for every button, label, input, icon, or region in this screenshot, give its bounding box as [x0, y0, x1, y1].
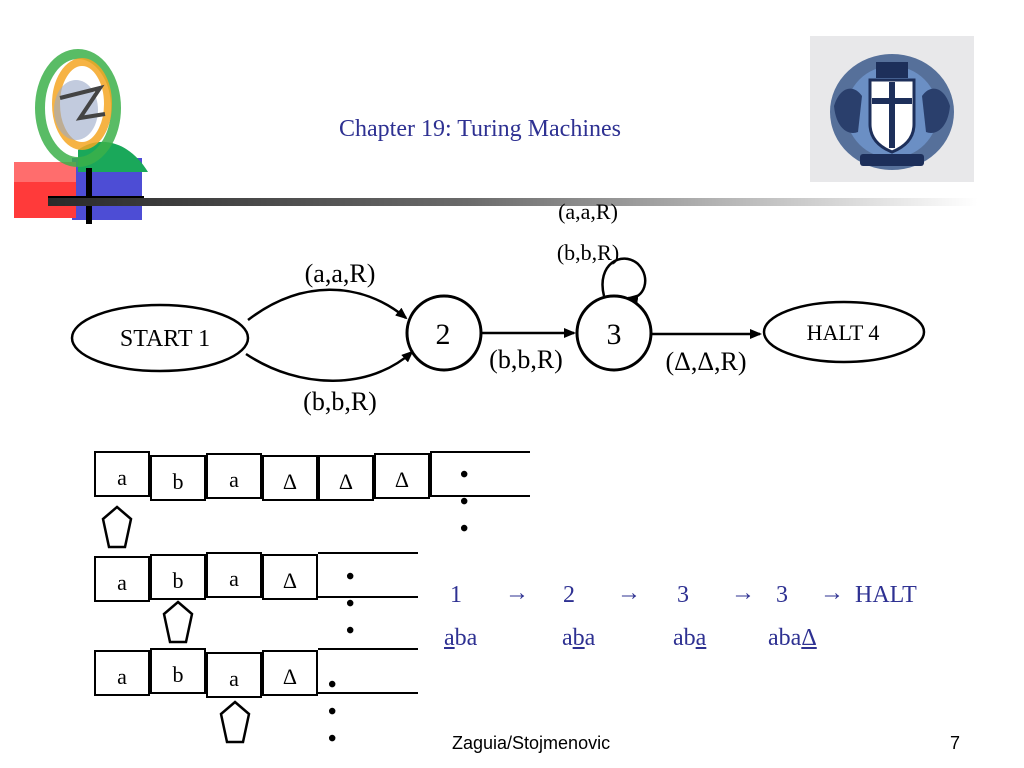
- tape-1-cell: b: [150, 455, 206, 501]
- tape-2-cell: a: [206, 552, 262, 598]
- header-rule: [48, 198, 978, 206]
- state-halt-4-label: HALT 4: [807, 320, 880, 345]
- state-start-1: START 1: [70, 303, 250, 373]
- tape-3-cell: a: [94, 650, 150, 696]
- state-halt-4: HALT 4: [762, 300, 926, 364]
- trace-arrow-icon: →: [505, 580, 529, 606]
- tape-2-cell: b: [150, 554, 206, 600]
- trace-tape-2: aba: [562, 625, 596, 651]
- tape-1-cell: Δ: [262, 455, 318, 501]
- trace-state-4: 3: [776, 582, 788, 608]
- edge-3-4-label: (Δ,Δ,R): [665, 347, 746, 376]
- tape-2-ellipsis: • • •: [346, 564, 359, 644]
- edge-1-2-top: [247, 288, 408, 321]
- edge-1-2-top-label: (a,a,R): [305, 259, 376, 288]
- state-2-label: 2: [436, 318, 451, 351]
- tape-1-cell: Δ: [318, 455, 374, 501]
- tape-1-divider: [430, 451, 432, 497]
- slide-title: Chapter 19: Turing Machines: [339, 116, 621, 142]
- tape-3-tail: [318, 648, 418, 694]
- footer-author: Zaguia/Stojmenovic: [452, 733, 611, 753]
- tape-1-cell: a: [94, 451, 150, 497]
- edge-2-3-label: (b,b,R): [489, 345, 563, 374]
- edge-3-loop: [601, 257, 647, 305]
- state-start-1-label: START 1: [120, 326, 210, 352]
- trace-arrow-icon: →: [820, 580, 844, 606]
- tape-1-cell: a: [206, 453, 262, 499]
- tape-3-head-icon: [219, 700, 251, 744]
- tape-3-cell: Δ: [262, 650, 318, 696]
- trace-tape-3: aba: [673, 625, 707, 651]
- trace-tape-4: abaΔ: [768, 625, 817, 651]
- tape-1-ellipsis: • • •: [460, 462, 473, 542]
- edge-3-loop-label-2: (b,b,R): [557, 240, 619, 265]
- tape-2-cell: a: [94, 556, 150, 602]
- edge-1-2-bottom: [245, 350, 414, 382]
- tape-1-head-icon: [101, 505, 133, 549]
- page-number: 7: [950, 733, 961, 753]
- state-3-label: 3: [607, 318, 622, 351]
- edge-3-loop-label-1: (a,a,R): [558, 199, 618, 224]
- university-crest-logo: [810, 36, 974, 187]
- tape-1-tail: [432, 451, 530, 497]
- tape-2-tail: [318, 552, 418, 598]
- state-3: 3: [575, 294, 653, 372]
- trace-state-1: 1: [450, 582, 462, 608]
- trace-state-2: 2: [563, 582, 575, 608]
- tape-3-cell: b: [150, 648, 206, 694]
- trace-arrow-icon: →: [731, 580, 755, 606]
- tape-3-cell: a: [206, 652, 262, 698]
- trace-arrow-icon: →: [617, 580, 641, 606]
- trace-tape-1: aba: [444, 625, 478, 651]
- tape-2-cell: Δ: [262, 554, 318, 600]
- tape-2-head-icon: [162, 600, 194, 644]
- left-logo: [10, 38, 150, 233]
- edge-1-2-bottom-label: (b,b,R): [303, 387, 377, 416]
- state-2: 2: [405, 294, 483, 372]
- tape-3-ellipsis: • • •: [328, 672, 341, 752]
- tape-1-cell: Δ: [374, 453, 430, 499]
- trace-state-halt: HALT: [855, 582, 917, 608]
- trace-state-3: 3: [677, 582, 689, 608]
